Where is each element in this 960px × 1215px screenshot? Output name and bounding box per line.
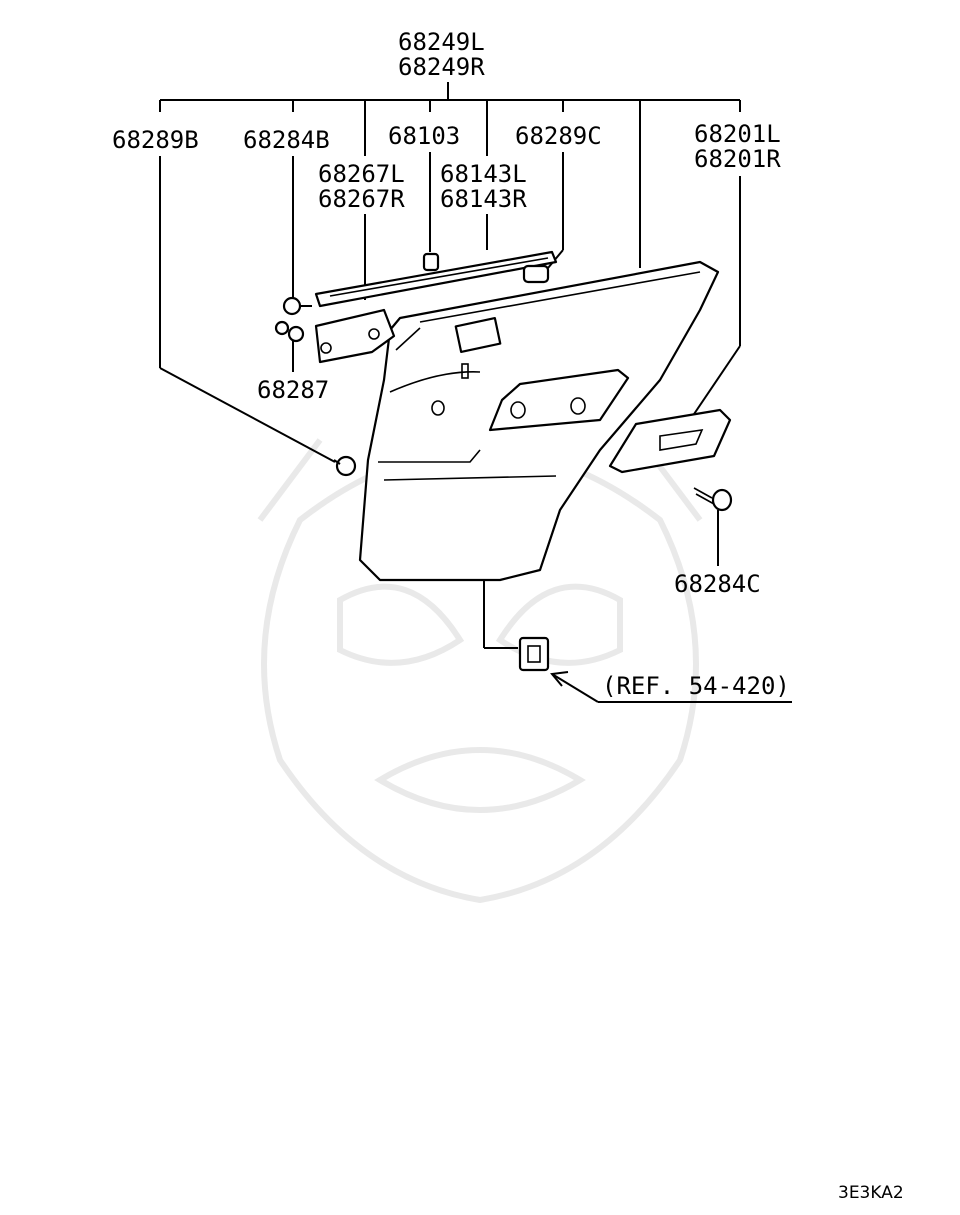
label-68249r: 68249R [398, 53, 485, 81]
window-switch [518, 636, 550, 672]
label-68143l: 68143L [440, 160, 527, 188]
label-68249: 68249L 68249R [398, 28, 485, 81]
bracket-68267 [314, 308, 396, 364]
label-68201l: 68201L [694, 120, 781, 148]
label-68289c: 68289C [515, 122, 602, 150]
label-68267l: 68267L [318, 160, 405, 188]
screw-68284c [693, 487, 733, 512]
label-68287: 68287 [257, 376, 329, 404]
clip-68289b [333, 455, 357, 477]
label-68143r: 68143R [440, 185, 527, 213]
label-68289b: 68289B [112, 126, 199, 154]
label-68201r: 68201R [694, 145, 781, 173]
clip-68287 [274, 320, 305, 343]
clip-68289c [522, 264, 550, 284]
top-bracket [159, 82, 741, 156]
label-68103: 68103 [388, 122, 460, 150]
door-trim-panel [358, 260, 720, 582]
label-68249l: 68249L [398, 28, 485, 56]
label-68284c: 68284C [674, 570, 761, 598]
handle-cover-68201 [608, 408, 732, 474]
label-ref-54-420: (REF. 54-420) [602, 672, 790, 700]
belt-molding [314, 250, 558, 308]
label-68267r: 68267R [318, 185, 405, 213]
figure-code: 3E3KA2 [838, 1183, 904, 1203]
label-68284b: 68284B [243, 126, 330, 154]
screw-68284b [282, 296, 312, 316]
